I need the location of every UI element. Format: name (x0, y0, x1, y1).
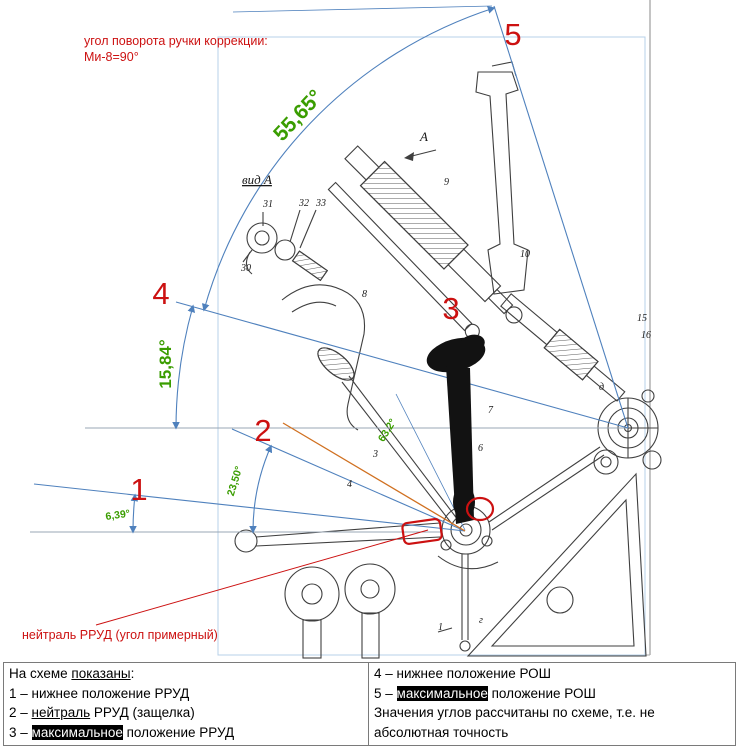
diagram-area: 55,65° 15,84° 23,50° 6,39° 63,2° 1 2 3 4… (22, 0, 662, 659)
latch-highlight-marks (401, 496, 495, 545)
legend-item-2: 2 – нейтраль РРУД (защелка) (9, 703, 363, 723)
legend-item-3-post: положение РРУД (122, 724, 235, 740)
view-arrow-a (404, 149, 437, 161)
part-number-label: 30 (240, 263, 251, 274)
legend-item-5-highlighted: максимальное (396, 685, 488, 701)
actuator-10 (500, 293, 626, 402)
pulley-cluster (593, 389, 662, 475)
correction-note-line2: Ми-8=90° (84, 50, 139, 65)
position-label-5: 5 (504, 17, 521, 52)
arc-23-50 (249, 444, 273, 534)
legend-item-3-pre: 3 – (9, 724, 32, 740)
triangular-frame (466, 472, 647, 657)
part-number-label: д (599, 382, 604, 393)
legend-header-pre: На схеме (9, 666, 72, 681)
angle-23-label: 23,50° (225, 465, 245, 498)
legend-header-post: : (130, 666, 135, 681)
part-number-label: 15 (637, 313, 647, 324)
arc-55-65 (201, 6, 496, 312)
legend-item-3-highlighted: максимальное (31, 724, 123, 740)
vid-a-assembly (242, 209, 329, 282)
position-label-1: 1 (130, 472, 147, 507)
legend-item-2-post: РРУД (защелка) (90, 705, 195, 721)
bottom-ball-levers (284, 563, 396, 659)
arc-15-84 (172, 304, 196, 430)
legend-header: На схеме показаны: (9, 664, 363, 684)
line-position-1 (33, 483, 466, 532)
legend-right-cell: 4 – нижнее положение РОШ 5 – максимально… (368, 661, 736, 747)
position-label-3: 3 (442, 291, 459, 326)
line-position-3 (395, 393, 466, 531)
neutral-note-leader-line (95, 529, 429, 626)
sheet-frame (217, 0, 651, 656)
legend-table: На схеме показаны: 1 – нижнее положение … (3, 661, 736, 747)
latch-highlight-circle (465, 496, 495, 522)
schematic-svg: 55,65° 15,84° 23,50° 6,39° 63,2° 1 2 3 4… (30, 0, 662, 659)
top-extension-line (232, 5, 493, 13)
legend-item-1: 1 – нижнее положение РРУД (9, 685, 190, 701)
angle-63-label: 63,2° (376, 417, 399, 444)
legend-item-5: 5 – максимальное положение РОШ (374, 684, 730, 704)
part-number-label: 1 (438, 622, 443, 633)
part-number-label: 10 (520, 249, 530, 260)
angle-15-label: 15,84° (156, 339, 175, 389)
lower-rod (437, 554, 471, 652)
line-position-4 (175, 301, 629, 429)
left-arm (234, 522, 441, 553)
legend-item-3: 3 – максимальное положение РРУД (9, 723, 363, 743)
line-position-5 (493, 5, 629, 429)
part-number-label: г (479, 615, 483, 626)
position-label-2: 2 (254, 413, 271, 448)
part-number-label: 33 (315, 198, 326, 209)
legend-item-2-pre: 2 – (9, 705, 32, 721)
view-arrow-letter: А (419, 129, 428, 144)
neutral-note: нейтраль РРУД (угол примерный) (22, 628, 218, 642)
part-number-label: 4 (347, 479, 352, 490)
correction-note-line1: угол поворота ручки коррекции: (84, 34, 268, 48)
part-number-label: 9 (444, 177, 449, 188)
part-number-label: 31 (262, 199, 273, 210)
legend-left-cell: На схеме показаны: 1 – нижнее положение … (3, 661, 369, 747)
angle-construction-lines (30, 5, 629, 626)
legend-item-4: 4 – нижнее положение РОШ (374, 666, 552, 681)
part-number-label: 16 (641, 330, 651, 341)
view-a-caption: вид А (242, 172, 272, 187)
correction-angle-note: угол поворота ручки коррекции: Ми-8=90° (84, 33, 268, 66)
part-number-label: 32 (298, 198, 309, 209)
part-number-label: 3 (372, 449, 378, 460)
legend-item-5-post: положение РОШ (487, 685, 596, 701)
throttle-lever-max-silhouette (426, 334, 486, 524)
part-number-label: 8 (362, 289, 367, 300)
arc-6-39 (129, 493, 139, 534)
position-label-4: 4 (152, 276, 169, 311)
angle-6-label: 6,39° (105, 508, 131, 523)
legend-header-underlined: показаны (71, 666, 131, 681)
legend-item-5-pre: 5 – (374, 685, 397, 701)
mid-lever-drawn (317, 347, 459, 525)
legend-item-2-underlined: нейтраль (31, 705, 91, 721)
link-to-pulley (488, 446, 605, 531)
part-number-label: 6 (478, 443, 483, 454)
part-number-label: 7 (488, 405, 494, 416)
legend-accuracy-note: Значения углов рассчитаны по схеме, т.е.… (374, 705, 655, 740)
neutral-line-orange (282, 422, 466, 532)
latch-highlight-rect (401, 518, 443, 545)
